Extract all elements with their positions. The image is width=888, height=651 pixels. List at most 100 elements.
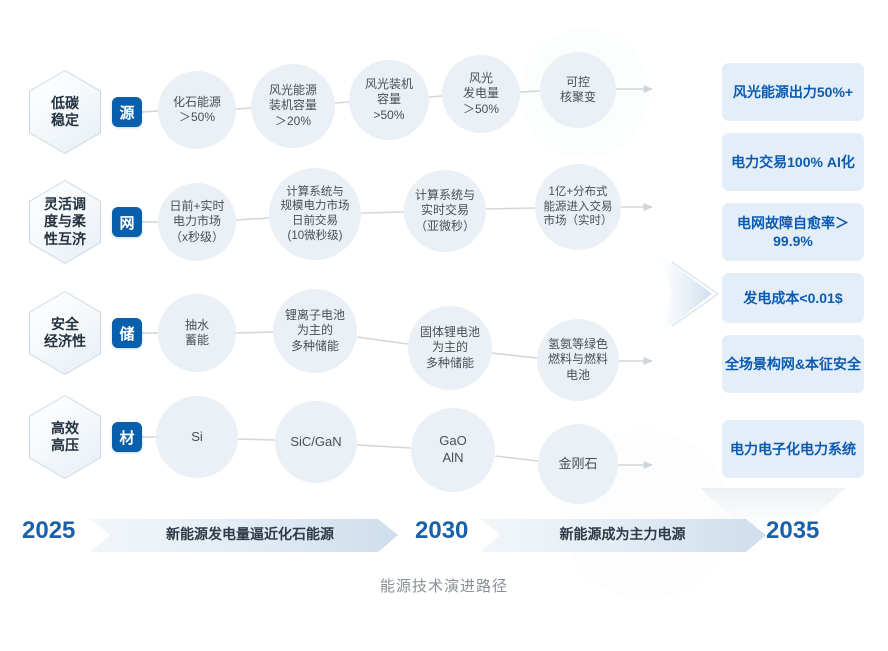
hex-line: 高压 bbox=[51, 437, 79, 453]
node-line: 固体锂电池 bbox=[419, 324, 480, 339]
node-line: 锂离子电池 bbox=[284, 307, 345, 322]
result-card-label: 电网故障自愈率＞99.9% bbox=[722, 214, 864, 251]
badge-material[interactable]: 材 bbox=[112, 422, 142, 452]
pillar-hex-3[interactable]: 安全经济性 bbox=[29, 291, 101, 375]
node-line: 风光装机 bbox=[364, 76, 413, 91]
hex-line: 低碳 bbox=[51, 94, 79, 111]
result-card-line: 发电成本<0.01$ bbox=[743, 289, 843, 306]
node-line: 核聚变 bbox=[559, 90, 596, 104]
node-line: Si bbox=[191, 428, 203, 444]
hex-label-3: 安全经济性 bbox=[30, 292, 100, 374]
node-line: 多种储能 bbox=[425, 355, 474, 370]
hex-line: 安全 bbox=[51, 315, 79, 332]
result-card-label: 发电成本<0.01$ bbox=[743, 289, 842, 307]
result-card-line: 风光能源 bbox=[732, 83, 789, 100]
node-label: 氢氨等绿色燃料与燃料电池 bbox=[548, 337, 608, 383]
result-card-line: 电力系统 bbox=[800, 440, 856, 457]
timeline-year-2025: 2025 bbox=[22, 517, 76, 544]
result-card-label: 风光能源出力50%+ bbox=[733, 83, 853, 101]
result-card-6[interactable]: 电力电子化电力系统 bbox=[722, 420, 864, 478]
node-line: 为主的 bbox=[431, 340, 468, 355]
node-line: GaO bbox=[439, 433, 467, 449]
node-r2-c4[interactable]: 1亿+分布式能源进入交易市场（实时） bbox=[535, 164, 621, 250]
badge-label: 源 bbox=[119, 104, 135, 122]
node-label: 锂离子电池为主的多种储能 bbox=[285, 308, 345, 354]
node-r1-c1[interactable]: 化石能源＞50% bbox=[158, 71, 236, 149]
node-line: （x秒级） bbox=[169, 229, 224, 244]
node-r1-c4[interactable]: 风光发电量＞50% bbox=[442, 55, 520, 133]
hex-line: 经济性 bbox=[44, 333, 86, 349]
node-r2-c2[interactable]: 计算系统与规模电力市场日前交易(10微秒级) bbox=[269, 168, 361, 260]
result-card-4[interactable]: 发电成本<0.01$ bbox=[722, 273, 864, 323]
timeline-band-label-1: 新能源发电量逼近化石能源 bbox=[166, 526, 334, 542]
node-r3-c1[interactable]: 抽水蓄能 bbox=[158, 294, 236, 372]
badge-label: 储 bbox=[119, 325, 135, 343]
hex-line: 高效 bbox=[51, 419, 79, 436]
node-line: 实时交易 bbox=[420, 203, 469, 218]
node-r1-c3[interactable]: 风光装机容量>50% bbox=[349, 60, 429, 140]
result-card-line: 全场景构网 bbox=[724, 355, 795, 372]
result-card-2[interactable]: 电力交易100% AI化 bbox=[722, 133, 864, 191]
node-line: 市场（实时） bbox=[543, 215, 613, 228]
node-line: AlN bbox=[442, 450, 464, 465]
node-r1-c2[interactable]: 风光能源装机容量＞20% bbox=[251, 64, 335, 148]
node-line: 发电量 bbox=[462, 86, 499, 101]
result-card-1[interactable]: 风光能源出力50%+ bbox=[722, 63, 864, 121]
node-label: 计算系统与实时交易（亚微秒） bbox=[415, 188, 475, 234]
node-line: （亚微秒） bbox=[414, 218, 475, 233]
pillar-hex-2[interactable]: 灵活调度与柔性互济 bbox=[29, 180, 101, 264]
node-line: 日前交易 bbox=[292, 215, 338, 227]
result-card-line: 100% AI化 bbox=[787, 153, 855, 170]
node-r1-c5[interactable]: 可控核聚变 bbox=[540, 52, 616, 128]
node-label: 金刚石 bbox=[558, 456, 597, 473]
node-line: 装机容量 bbox=[268, 98, 317, 113]
node-line: 可控 bbox=[565, 74, 590, 89]
timeline-year-2035: 2035 bbox=[766, 517, 820, 544]
node-line: 规模电力市场 bbox=[280, 200, 350, 213]
result-card-line: 出力50%+ bbox=[788, 83, 854, 100]
result-card-3[interactable]: 电网故障自愈率＞99.9% bbox=[722, 203, 864, 261]
result-card-5[interactable]: 全场景构网&本征安全 bbox=[722, 335, 864, 393]
node-r3-c2[interactable]: 锂离子电池为主的多种储能 bbox=[273, 289, 357, 373]
result-card-line: 电力电子化 bbox=[730, 440, 800, 457]
badge-source[interactable]: 源 bbox=[112, 97, 142, 127]
badge-storage[interactable]: 储 bbox=[112, 318, 142, 348]
node-line: 风光 bbox=[468, 70, 493, 85]
node-label: 可控核聚变 bbox=[560, 75, 596, 106]
hex-line: 度与柔 bbox=[44, 213, 86, 230]
timeline-band-label-2: 新能源成为主力电源 bbox=[559, 526, 686, 542]
hex-label-2: 灵活调度与柔性互济 bbox=[30, 181, 100, 263]
node-line: 能源进入交易 bbox=[543, 200, 613, 213]
node-r2-c1[interactable]: 日前+实时电力市场（x秒级） bbox=[158, 183, 236, 261]
node-label: 日前+实时电力市场（x秒级） bbox=[169, 199, 224, 245]
result-card-line: 电网故障自愈率 bbox=[737, 214, 835, 231]
node-line: 抽水 bbox=[184, 317, 209, 332]
timeline-year-2030: 2030 bbox=[415, 517, 469, 544]
node-r4-c4[interactable]: 金刚石 bbox=[538, 424, 618, 504]
node-line: 1亿+分布式 bbox=[548, 185, 608, 198]
node-line: 为主的 bbox=[296, 323, 333, 338]
node-line: (10微秒级) bbox=[287, 229, 343, 242]
hex-line: 灵活调 bbox=[44, 195, 86, 212]
result-card-label: 电力交易100% AI化 bbox=[731, 153, 855, 171]
node-line: ＞50% bbox=[462, 101, 500, 116]
node-r2-c3[interactable]: 计算系统与实时交易（亚微秒） bbox=[404, 170, 486, 252]
result-card-line: ＞99.9% bbox=[773, 214, 849, 249]
node-line: 化石能源 bbox=[172, 94, 221, 109]
node-r4-c1[interactable]: Si bbox=[156, 396, 238, 478]
node-r4-c2[interactable]: SiC/GaN bbox=[275, 401, 357, 483]
badge-grid[interactable]: 网 bbox=[112, 207, 142, 237]
result-card-line: 电力交易 bbox=[731, 153, 788, 170]
pillar-hex-4[interactable]: 高效高压 bbox=[29, 395, 101, 479]
node-line: SiC/GaN bbox=[290, 433, 342, 449]
pillar-hex-1[interactable]: 低碳稳定 bbox=[29, 70, 101, 154]
result-card-line: &本征安全 bbox=[794, 355, 862, 372]
node-label: 风光发电量＞50% bbox=[463, 71, 499, 117]
node-r3-c3[interactable]: 固体锂电池为主的多种储能 bbox=[408, 306, 492, 390]
node-label: 抽水蓄能 bbox=[185, 318, 209, 349]
node-r3-c4[interactable]: 氢氨等绿色燃料与燃料电池 bbox=[537, 319, 619, 401]
hex-label-4: 高效高压 bbox=[30, 396, 100, 478]
